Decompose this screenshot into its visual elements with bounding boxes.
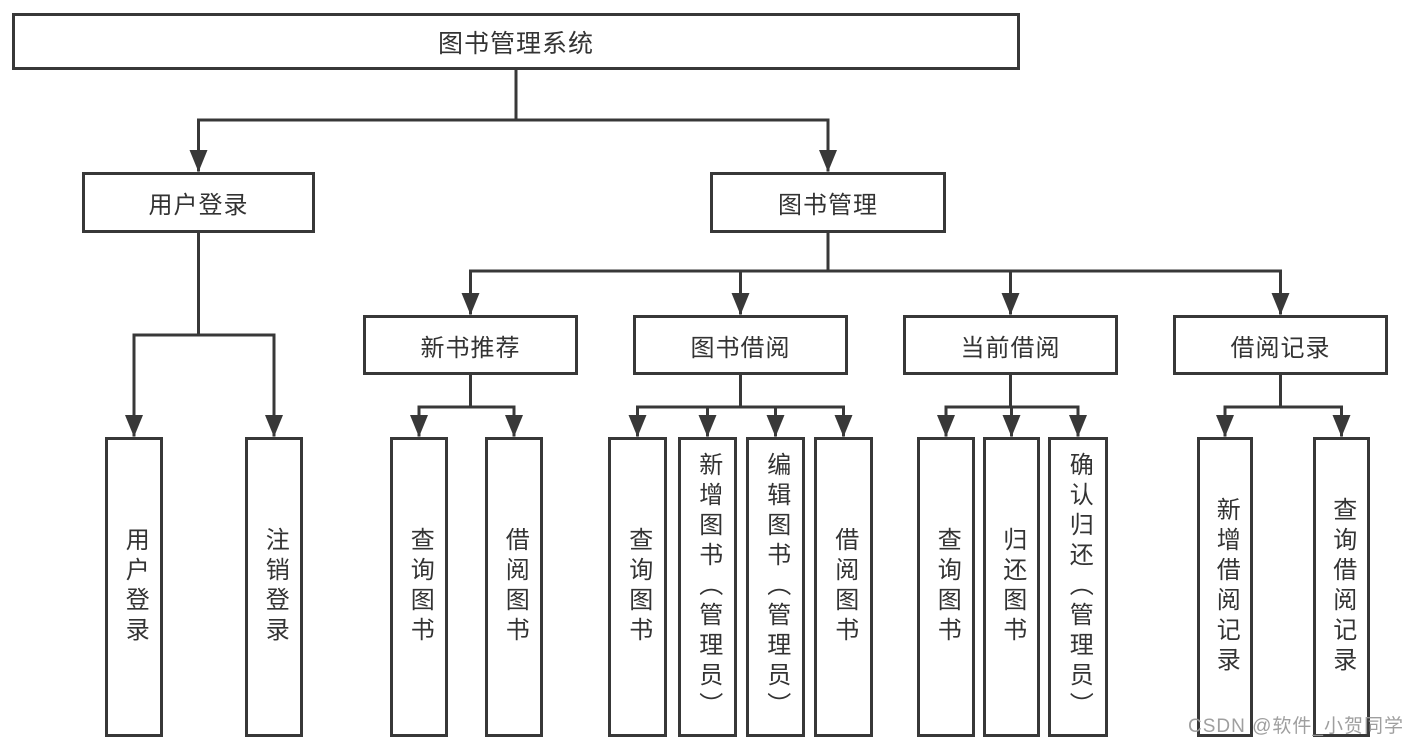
node-library-management-system: 图书管理系统 [12, 13, 1020, 70]
leaf-add-books-admin: 新增图书（管理员） [678, 437, 737, 737]
leaf-return-books: 归还图书 [983, 437, 1040, 737]
leaf-label: 借阅图书 [830, 527, 858, 647]
node-book-management: 图书管理 [710, 172, 946, 233]
leaf-label: 查询图书 [933, 527, 961, 647]
leaf-label: 确认归还（管理员） [1065, 452, 1093, 722]
trunk-book-management [469, 231, 1282, 273]
node-book-borrow: 图书借阅 [633, 315, 848, 375]
node-current-borrow: 当前借阅 [903, 315, 1118, 375]
leaf-label: 查询借阅记录 [1328, 497, 1356, 677]
leaf-label: 注销登录 [261, 527, 289, 647]
trunk-user-login [132, 231, 276, 337]
leaf-user-login: 用户登录 [105, 437, 163, 737]
leaf-query-books-borrow: 查询图书 [608, 437, 667, 737]
node-new-book-recommend: 新书推荐 [363, 315, 578, 375]
leaf-borrow-books-borrow: 借阅图书 [814, 437, 873, 737]
leaf-query-books-newrec: 查询图书 [390, 437, 448, 737]
leaf-label: 借阅图书 [501, 527, 529, 647]
node-label: 用户登录 [148, 192, 249, 219]
leaf-add-borrow-record: 新增借阅记录 [1197, 437, 1253, 737]
node-borrow-records: 借阅记录 [1173, 315, 1388, 375]
node-label: 当前借阅 [960, 334, 1061, 362]
leaf-query-borrow-record: 查询借阅记录 [1313, 437, 1370, 737]
node-label: 借阅记录 [1230, 334, 1331, 362]
csdn-watermark: CSDN @软件_小贺同学 [1188, 716, 1404, 737]
leaf-confirm-return-admin: 确认归还（管理员） [1048, 437, 1108, 737]
leaf-label: 查询图书 [624, 527, 652, 647]
node-label: 图书管理 [778, 192, 878, 219]
leaf-label: 新增图书（管理员） [694, 452, 722, 722]
leaf-label: 编辑图书（管理员） [762, 452, 790, 722]
leaf-edit-books-admin: 编辑图书（管理员） [746, 437, 805, 737]
node-label: 新书推荐 [420, 334, 521, 362]
leaf-borrow-books-newrec: 借阅图书 [485, 437, 543, 737]
leaf-logout-login: 注销登录 [245, 437, 303, 737]
trunk-book-borrow [636, 373, 845, 409]
leaf-label: 查询图书 [406, 527, 434, 647]
node-label: 图书管理系统 [437, 29, 594, 58]
trunk-root [197, 68, 830, 122]
leaf-label: 用户登录 [121, 527, 149, 647]
trunk-current-borrow [944, 373, 1080, 409]
leaf-query-books-current: 查询图书 [917, 437, 975, 737]
trunk-borrow-records [1223, 373, 1343, 409]
leaf-label: 新增借阅记录 [1212, 497, 1240, 677]
leaf-label: 归还图书 [998, 527, 1026, 647]
trunk-new-book-recommend [417, 373, 516, 409]
node-label: 图书借阅 [690, 334, 791, 362]
node-user-login: 用户登录 [82, 172, 315, 233]
